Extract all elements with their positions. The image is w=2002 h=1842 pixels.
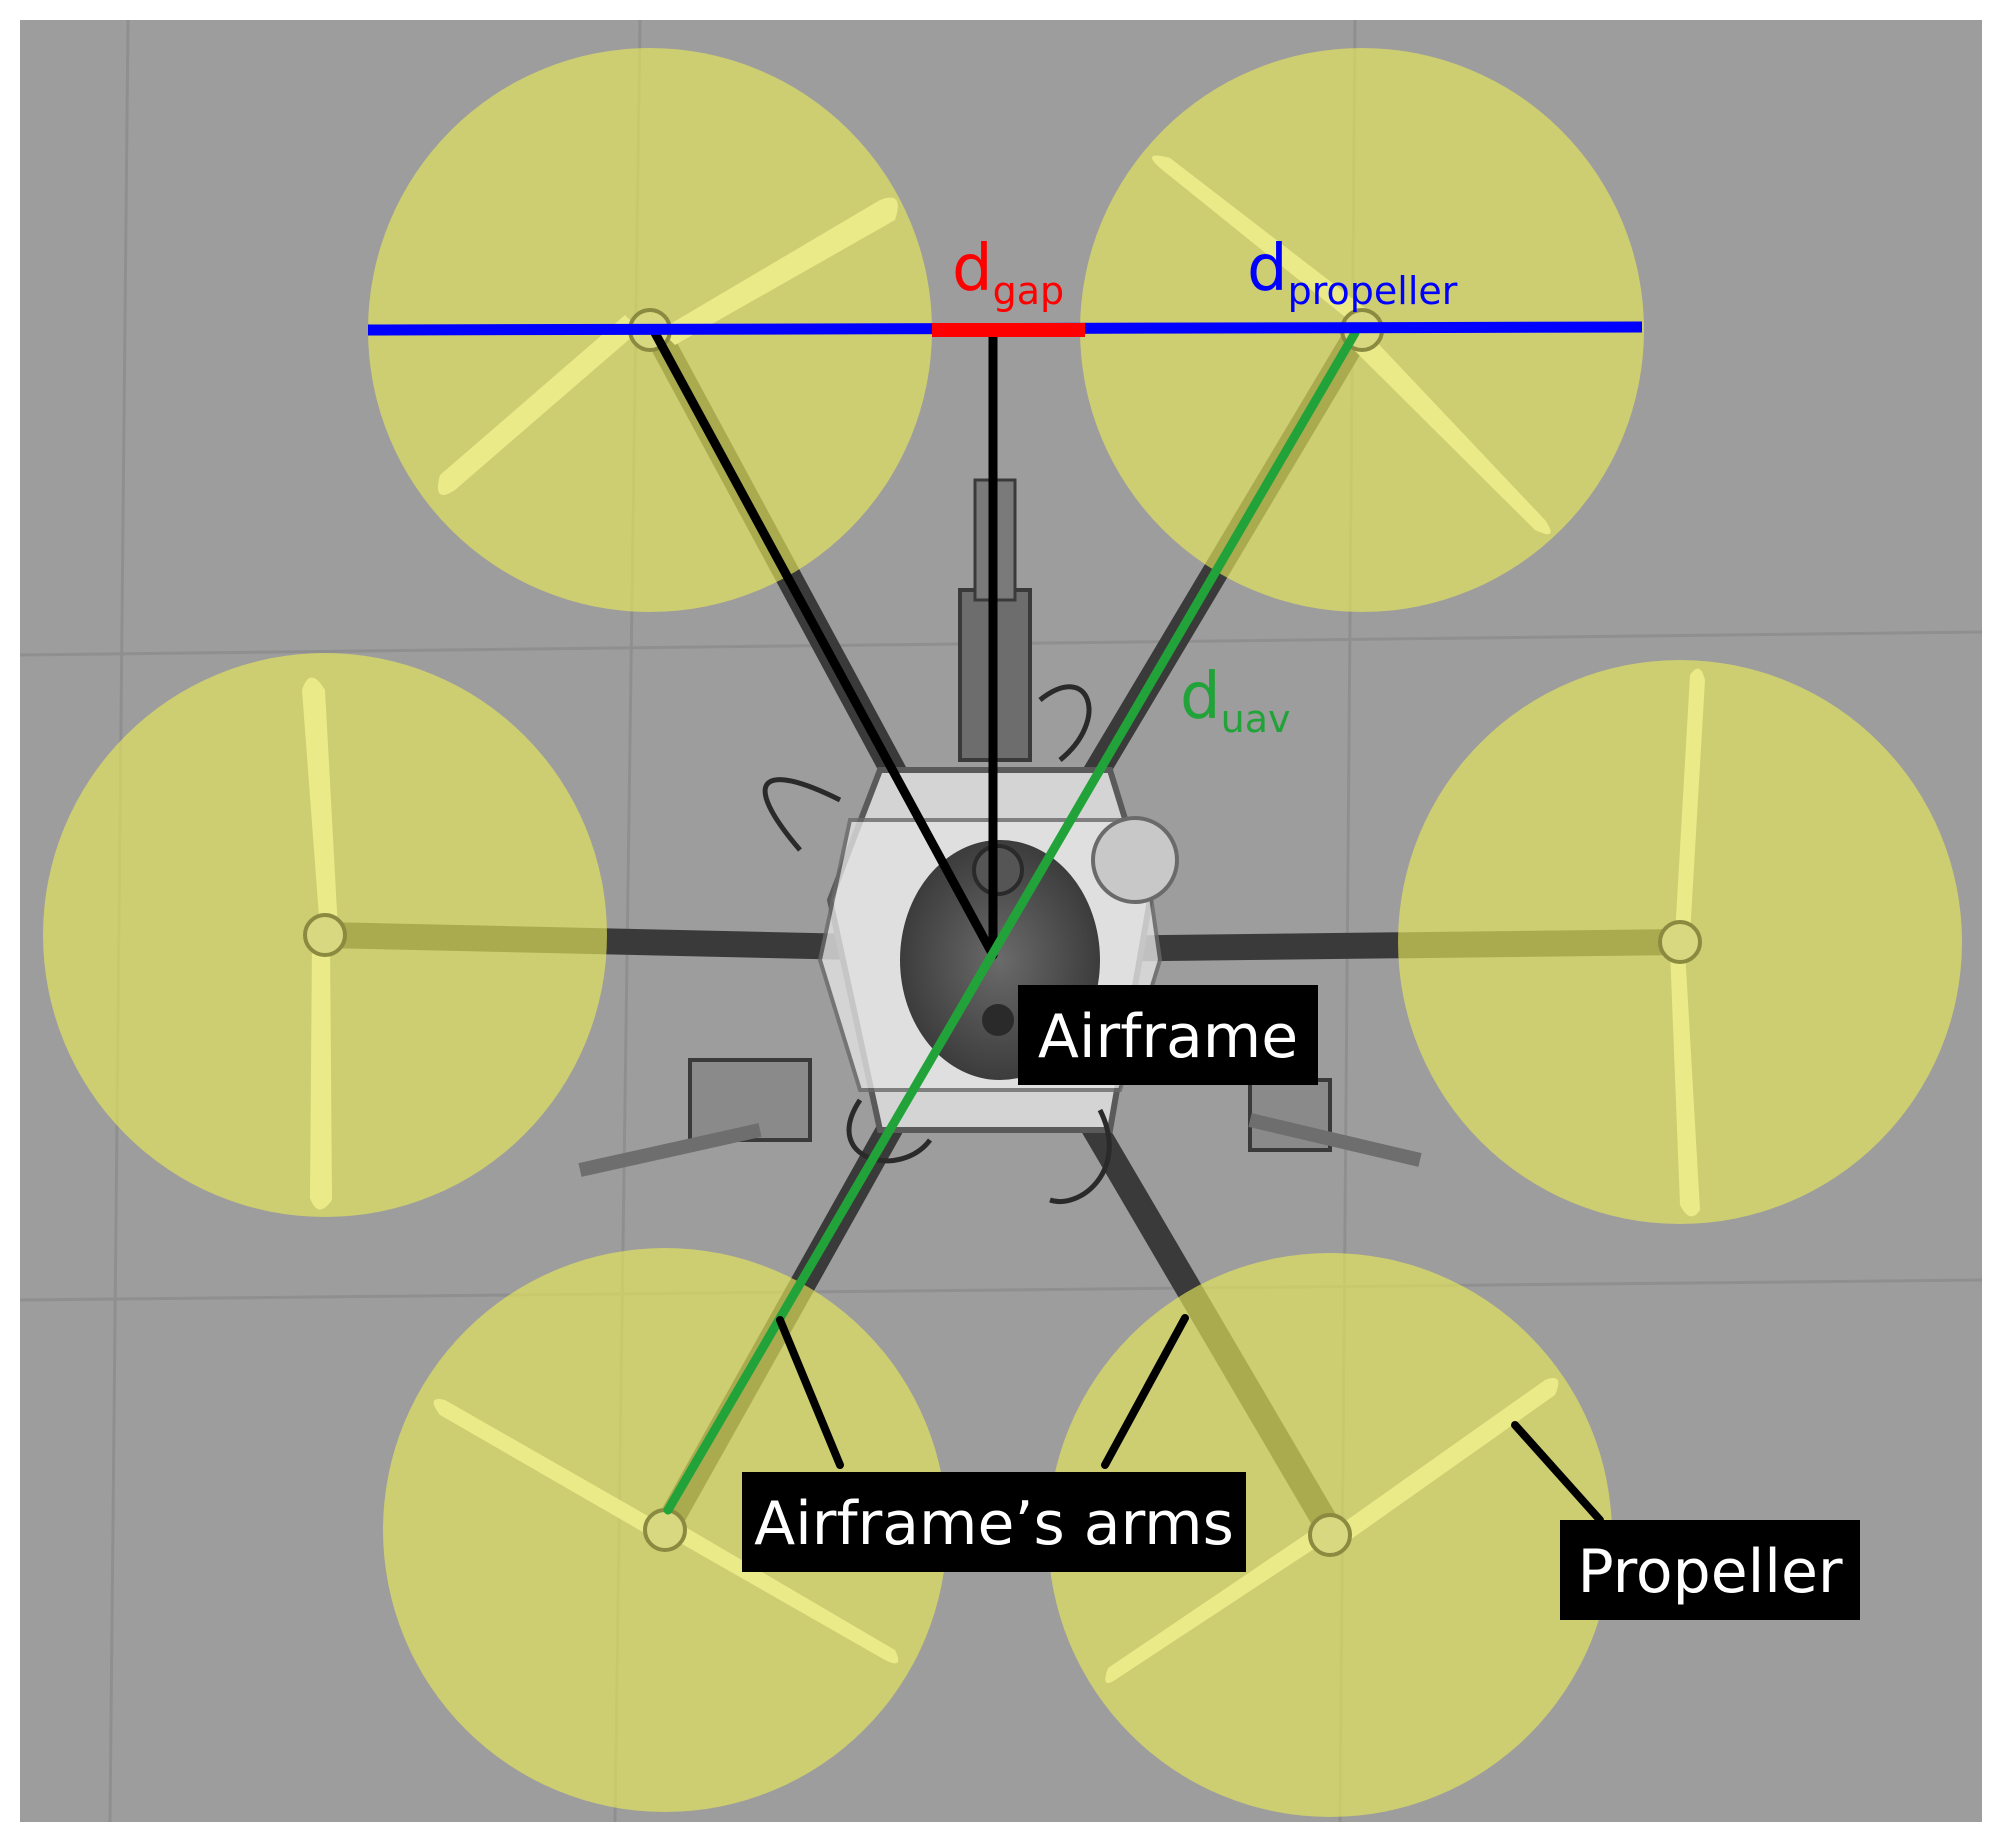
d-propeller-label: dpropeller bbox=[1247, 232, 1458, 313]
d-gap-subscript: gap bbox=[993, 269, 1065, 313]
propeller-pointer bbox=[1511, 1421, 1604, 1524]
arms-callout: Airframe’s arms bbox=[742, 1472, 1246, 1572]
arms-pointer-left bbox=[776, 1316, 844, 1469]
callout-pointer-lines bbox=[776, 1314, 1604, 1524]
propeller-disc-bottom-right bbox=[1048, 1253, 1612, 1817]
airframe-label: Airframe bbox=[1038, 1002, 1298, 1072]
arms-label: Airframe’s arms bbox=[754, 1489, 1234, 1559]
propeller-callout: Propeller bbox=[1560, 1520, 1860, 1620]
d-gap-symbol: d bbox=[952, 232, 993, 306]
arms-label-box bbox=[742, 1472, 1246, 1572]
d-gap-label: dgap bbox=[952, 232, 1064, 313]
propeller-disc-right bbox=[1398, 660, 1962, 1224]
airframe-callout: Airframe bbox=[1018, 985, 1318, 1085]
propeller-label: Propeller bbox=[1577, 1537, 1842, 1607]
center-geometry-lines bbox=[650, 328, 998, 960]
propeller-label-box bbox=[1560, 1520, 1860, 1620]
d-propeller-symbol: d bbox=[1247, 232, 1288, 306]
d-propeller-subscript: propeller bbox=[1288, 269, 1458, 313]
d-uav-line bbox=[663, 328, 1360, 1515]
airframe-label-box bbox=[1018, 985, 1318, 1085]
propeller-disc-left bbox=[43, 653, 607, 1217]
left-propeller-to-center-line bbox=[650, 328, 998, 960]
d-uav-subscript: uav bbox=[1221, 697, 1291, 741]
d-uav-label: duav bbox=[1180, 660, 1290, 741]
d-uav-symbol: d bbox=[1180, 660, 1221, 734]
arms-pointer-right bbox=[1101, 1314, 1189, 1469]
